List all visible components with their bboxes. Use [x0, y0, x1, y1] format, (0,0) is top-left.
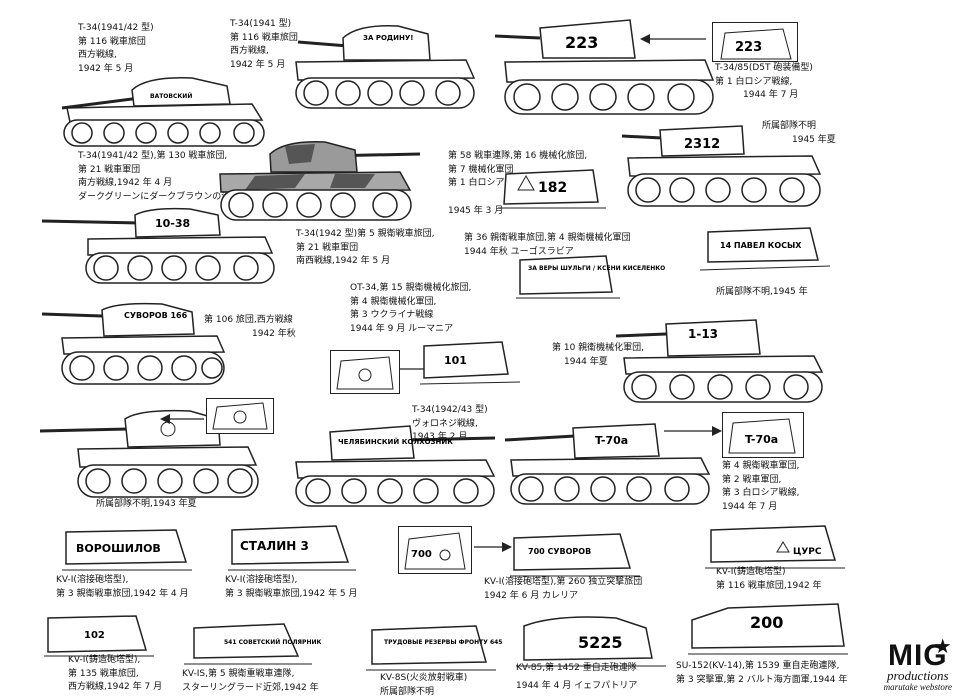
caption-tank-15: 第 4 親衛戦車軍団,第 2 戦車軍団,第 3 白ロシア戦線,1944 年 7 …	[722, 461, 800, 512]
tank-marking: 14 ПАВЕЛ КОСЫХ	[720, 241, 802, 250]
caption-tank-24: SU-152(KV-14),第 1539 重自走砲連隊,第 3 突撃軍,第 2 …	[676, 661, 848, 685]
tank-marking: 5225	[578, 633, 623, 652]
tank-t34-yugoslavia: ЗА ВЕРЫ ШУЛЬГИ / КСЕНИ КИСЕЛЕНКО	[516, 252, 665, 304]
tank-kv1s-541: 541 СОВЕТСКИЙ ПОЛЯРНИК	[184, 618, 321, 678]
tank-marking: 102	[84, 630, 105, 641]
tank-marking: ЗА ВЕРЫ ШУЛЬГИ / КСЕНИ КИСЕЛЕНКО	[528, 265, 665, 272]
caption-tank-16: KV-I(溶接砲塔型),第 3 親衛戦車旅団,1942 年 4 月	[56, 575, 189, 599]
tank-t34-10-38: 10-38	[40, 205, 280, 287]
tank-t34-1-13: 1-13	[615, 312, 831, 404]
arrow-icon	[664, 426, 722, 436]
tank-t34-t70a: T-70a	[504, 418, 720, 508]
caption-tank-1: T-34(1941/42 型)第 116 戦車旅団西方戦線,1942 年 5 月	[78, 23, 154, 74]
tank-t34-182: 182	[498, 160, 608, 215]
tank-marking: 2312	[684, 137, 720, 152]
tank-t34-camo	[215, 132, 425, 222]
caption-tank-7: T-34(1942 型)第 5 親衛戦車旅団,第 21 戦車軍団南西戦線,194…	[296, 229, 435, 266]
tank-marking: ЦУРС	[793, 547, 822, 557]
tank-marking: СУВОРОВ 166	[124, 311, 188, 320]
tank-marking: ТРУДОВЫЕ РЕЗЕРВЫ ФРОНТУ 645	[384, 639, 502, 646]
tank-marking: 1-13	[688, 327, 718, 341]
tank-marking: 200	[750, 613, 783, 632]
tank-kv8s: ТРУДОВЫЕ РЕЗЕРВЫ ФРОНТУ 645	[366, 620, 502, 676]
arrow-icon	[474, 542, 512, 552]
star-icon: ★	[933, 634, 952, 658]
tank-t34-1941: ЗА РОДИНУ!	[288, 18, 478, 113]
caption-tank-3: T-34/85(D5T 砲装備型)第 1 白ロシア戦線,1944 年 7 月	[715, 63, 813, 100]
detail-callout	[330, 350, 400, 394]
detail-callout: T-70a	[722, 412, 804, 458]
tank-kv1-suvorov: 700 СУВОРОВ	[510, 530, 640, 580]
tank-marking: 223	[565, 33, 598, 52]
tank-marking: T-70a	[595, 434, 628, 447]
caption-tank-11: OT-34,第 15 親衛機械化旅団,第 4 親衛機械化軍団,第 3 ウクライナ…	[350, 283, 472, 334]
tank-t34-pavel-kosykh: 14 ПАВЕЛ КОСЫХ	[699, 222, 831, 282]
detail-callout: 700	[398, 526, 472, 574]
caption-tank-5: 第 58 戦車連隊,第 16 機械化旅団,第 7 機械化軍団第 1 白ロシア戦線…	[448, 151, 588, 216]
caption-tank-13: 所属部隊不明,1943 年夏	[96, 499, 197, 509]
arrow-icon	[640, 34, 706, 44]
tank-kv85: 5225	[516, 612, 666, 672]
tank-marking: ВАТОВСКИЙ	[150, 92, 192, 100]
caption-tank-9: 所属部隊不明,1945 年	[716, 287, 808, 297]
tank-marking: ЗА РОДИНУ!	[363, 34, 413, 42]
caption-tank-22: KV-8S(火炎放射戦車)所属部隊不明	[380, 673, 468, 697]
mig-productions-logo: MIG ★ productions marutake webstore	[883, 634, 952, 692]
tank-kv1-102: 102	[44, 612, 154, 660]
tank-kv1-voroshilov: ВОРОШИЛОВ	[62, 526, 192, 574]
tank-t34-suvorov: СУВОРОВ 166	[41, 300, 232, 388]
tank-marking: 101	[444, 354, 467, 367]
svg-text:700: 700	[411, 549, 432, 560]
tank-marking: 10-38	[155, 217, 190, 230]
caption-tank-17: KV-I(溶接砲塔型),第 3 親衛戦車旅団,1942 年 5 月	[225, 575, 358, 599]
tank-t34-1941-42: ВАТОВСКИЙ	[52, 68, 272, 148]
tank-t34-2312: 2312	[621, 120, 827, 210]
tank-marking: ВОРОШИЛОВ	[76, 542, 161, 555]
tank-ot34-101: 101	[419, 336, 521, 391]
tank-marking: 700 СУВОРОВ	[528, 547, 591, 556]
detail-callout: 223	[712, 22, 798, 62]
tank-su152: 200	[688, 600, 848, 660]
caption-tank-12: 第 10 親衛機械化軍団,1944 年夏	[552, 343, 645, 367]
caption-tank-14: T-34(1942/43 型)ヴォロネジ戦線,1943 年 2 月	[412, 405, 488, 442]
tank-marking: ЧЕЛЯБИНСКИЙ КОЛХОЗНИК	[338, 437, 453, 446]
caption-tank-20: KV-I(鋳造砲塔型),第 135 戦車旅団,西方戦線,1942 年 7 月	[68, 655, 163, 692]
tank-t34-1943	[39, 405, 270, 500]
detail-callout	[206, 398, 274, 434]
tank-t34-kolkhoznik: ЧЕЛЯБИНСКИЙ КОЛХОЗНИК	[290, 418, 500, 508]
tank-marking: 182	[538, 180, 567, 196]
svg-text:T-70a: T-70a	[745, 433, 778, 446]
caption-tank-2: T-34(1941 型)第 116 戦車旅団西方戦線,1942 年 5 月	[230, 19, 298, 70]
caption-tank-4: T-34(1941/42 型),第 130 戦車旅団,第 21 戦車軍団南方戦線…	[78, 151, 240, 202]
caption-tank-21: KV-IS,第 5 親衛重戦車連隊,スターリングラード近郊,1942 年	[182, 669, 319, 693]
svg-text:223: 223	[735, 40, 762, 55]
tank-kv1-cast: ЦУРС	[705, 522, 845, 572]
tank-t34-85: 223	[494, 10, 720, 120]
caption-tank-19: KV-I(鋳造砲塔型)第 116 戦車旅団,1942 年	[716, 567, 822, 591]
tank-marking: 541 СОВЕТСКИЙ ПОЛЯРНИК	[224, 638, 321, 646]
tank-marking: СТАЛИН 3	[240, 539, 309, 553]
tank-kv1-stalin: СТАЛИН 3	[228, 522, 358, 574]
arrow-icon	[160, 414, 204, 424]
